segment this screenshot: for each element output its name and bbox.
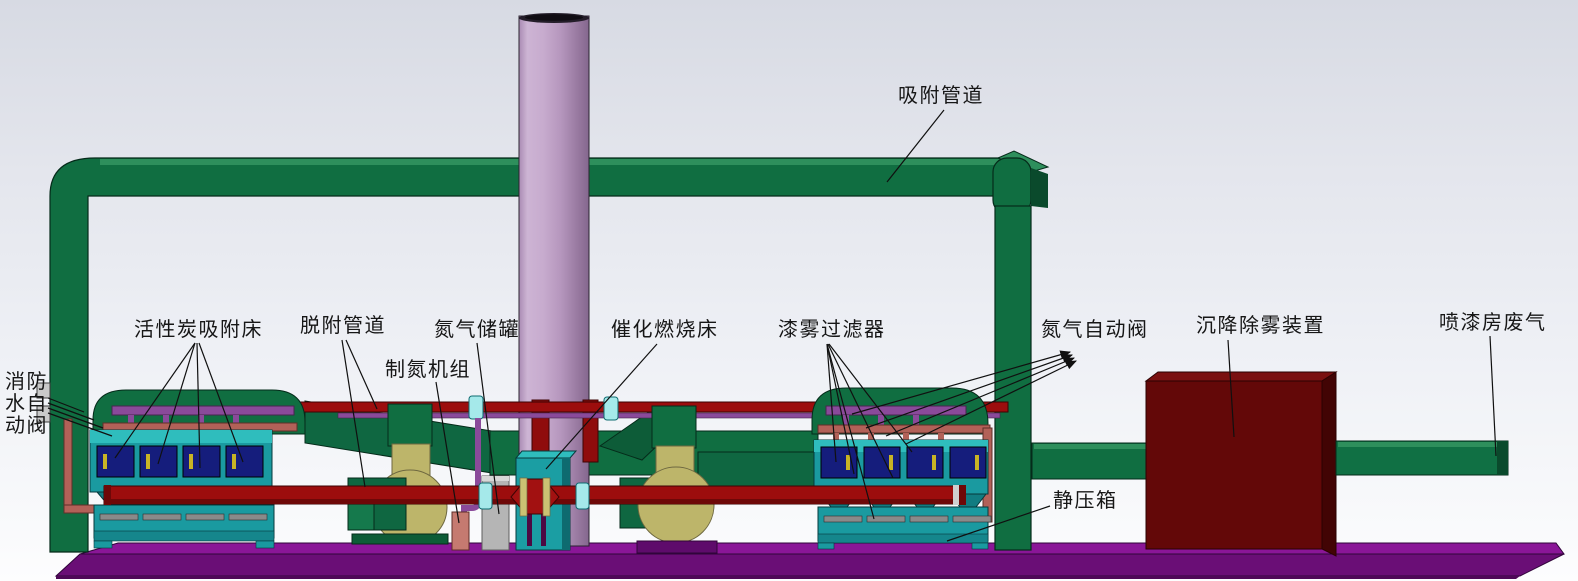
leader-paint-mist — [826, 343, 855, 475]
leader-nitrogen-valve — [885, 357, 1075, 437]
leader-fire-valve — [47, 412, 113, 437]
label-nitrogen-auto-valve: 氮气自动阀 — [1041, 319, 1149, 341]
leader-nitrogen-valve — [851, 350, 1072, 415]
leader-adsorption-duct — [886, 109, 945, 183]
label-paint-mist-filter: 漆雾过滤器 — [778, 319, 886, 341]
leader-desorption-duct — [341, 339, 366, 488]
leader-fire-valve — [47, 407, 104, 429]
leader-nitrogen-valve — [865, 354, 1074, 429]
connecting-duct-right — [1031, 442, 1149, 480]
leader-catalytic-bed — [545, 343, 658, 470]
leader-carbon-bed — [157, 342, 196, 465]
static-pressure-box — [817, 506, 992, 550]
fire-valve-controllers — [36, 382, 51, 423]
leader-paint-mist — [826, 343, 837, 463]
pipe-flange — [478, 482, 493, 510]
paint-mist-filter-unit — [811, 387, 993, 550]
sprinkler-pipe — [825, 405, 967, 416]
label-carbon-bed: 活性炭吸附床 — [134, 319, 263, 341]
fire-water-pipe — [63, 418, 73, 512]
label-fire-water-valve: 消防水自动阀 — [5, 371, 48, 437]
leader-nitrogen-tank — [476, 342, 500, 515]
carbon-bed-doors — [96, 445, 264, 478]
leader-demister — [1227, 339, 1235, 438]
label-adsorption-duct: 吸附管道 — [898, 85, 984, 107]
label-static-pressure-box: 静压箱 — [1053, 490, 1118, 512]
leader-paint-mist — [826, 343, 875, 520]
carbon-adsorption-bed-unit — [63, 389, 306, 549]
label-desorption-duct: 脱附管道 — [300, 315, 386, 337]
leader-fire-valve — [47, 397, 85, 413]
base-platform — [54, 542, 1565, 579]
leader-booth-exhaust — [1489, 335, 1497, 457]
leader-lines — [47, 109, 1497, 542]
pipe-flange — [575, 482, 590, 510]
leader-carbon-bed — [196, 342, 201, 469]
leader-paint-mist — [828, 343, 913, 453]
leader-carbon-bed — [198, 342, 244, 463]
label-settling-demister: 沉降除雾装置 — [1196, 315, 1325, 337]
sprinkler-pipe — [111, 405, 295, 416]
pipe-clamp — [603, 396, 619, 421]
leader-desorption-duct — [345, 339, 378, 410]
settling-demister-box — [1144, 371, 1338, 557]
leader-nitrogen-valve — [905, 360, 1077, 445]
nitrogen-generator-unit — [451, 511, 470, 551]
pipe-clamp — [468, 395, 484, 420]
venturi-valve — [478, 477, 590, 546]
filter-doors — [820, 446, 987, 479]
leader-carbon-bed — [114, 342, 196, 459]
leader-nitrogen-generator — [435, 381, 460, 524]
leader-fire-valve — [47, 402, 95, 421]
label-booth-exhaust: 喷漆房废气 — [1439, 312, 1547, 334]
leader-static-pressure-box — [946, 505, 1051, 542]
label-nitrogen-generator: 制氮机组 — [385, 359, 471, 381]
label-nitrogen-tank: 氮气储罐 — [434, 319, 520, 341]
label-catalytic-bed: 催化燃烧床 — [611, 319, 719, 341]
outlet-duct — [1335, 440, 1509, 476]
